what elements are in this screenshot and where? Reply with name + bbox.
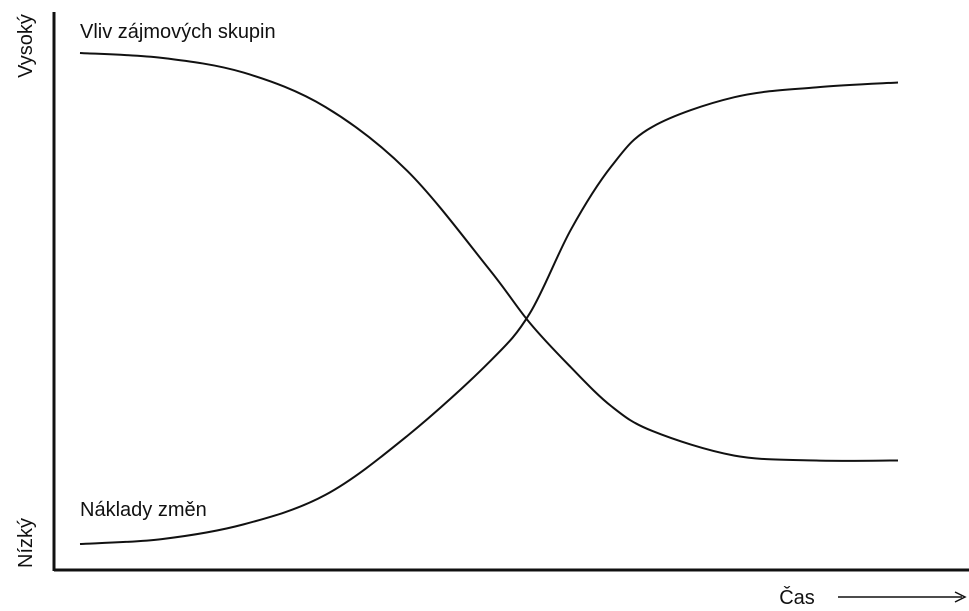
x-axis-arrow-icon <box>954 591 967 603</box>
series-label-naklady: Náklady změn <box>80 499 207 521</box>
y-axis-low-label: Nízký <box>15 518 37 568</box>
series-line-naklady <box>79 81 899 545</box>
x-axis-label: Čas <box>779 586 815 606</box>
series-line-vliv <box>79 52 899 462</box>
y-axis-high-label: Vysoký <box>15 14 37 78</box>
series-label-vliv: Vliv zájmových skupin <box>80 21 276 43</box>
